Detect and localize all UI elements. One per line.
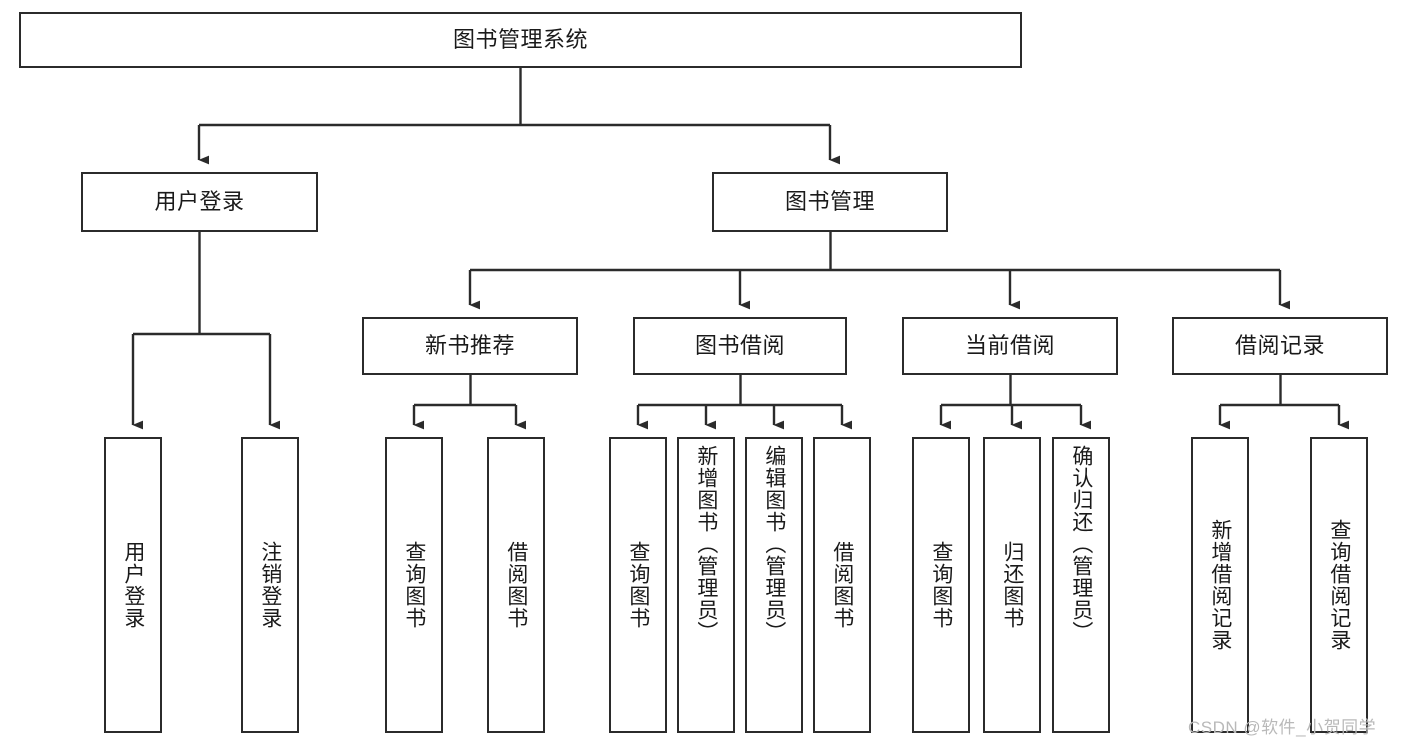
node-book-manage-label: 图书管理 bbox=[784, 188, 875, 214]
node-new-book-rec-label: 新书推荐 bbox=[424, 332, 515, 358]
node-leaf-query-book-cb-label: 查询图书 bbox=[929, 541, 953, 629]
node-leaf-borrow-book-br-label: 借阅图书 bbox=[830, 541, 854, 629]
csdn-watermark: CSDN @软件_小贺同学 bbox=[1188, 718, 1377, 737]
node-leaf-borrow-book-rec[interactable]: 借阅图书 bbox=[487, 437, 545, 733]
node-borrow-record[interactable]: 借阅记录 bbox=[1172, 317, 1388, 375]
node-new-book-rec[interactable]: 新书推荐 bbox=[362, 317, 578, 375]
node-leaf-user-logout[interactable]: 注销登录 bbox=[241, 437, 299, 733]
node-book-borrow-label: 图书借阅 bbox=[694, 332, 785, 358]
node-user-login-label: 用户登录 bbox=[154, 188, 245, 214]
node-leaf-confirm-return[interactable]: 确认归还（管理员） bbox=[1052, 437, 1110, 733]
node-leaf-borrow-book-br[interactable]: 借阅图书 bbox=[813, 437, 871, 733]
node-leaf-add-book-label: 新增图书（管理员） bbox=[694, 445, 718, 643]
node-leaf-user-logout-label: 注销登录 bbox=[258, 541, 282, 629]
node-book-borrow[interactable]: 图书借阅 bbox=[633, 317, 847, 375]
node-leaf-query-book-cb[interactable]: 查询图书 bbox=[912, 437, 970, 733]
node-leaf-return-book[interactable]: 归还图书 bbox=[983, 437, 1041, 733]
node-current-borrow[interactable]: 当前借阅 bbox=[902, 317, 1118, 375]
node-borrow-record-label: 借阅记录 bbox=[1234, 332, 1325, 358]
node-leaf-user-login[interactable]: 用户登录 bbox=[104, 437, 162, 733]
node-root[interactable]: 图书管理系统 bbox=[19, 12, 1022, 68]
node-current-borrow-label: 当前借阅 bbox=[964, 332, 1055, 358]
node-leaf-add-record-label: 新增借阅记录 bbox=[1208, 519, 1232, 651]
node-leaf-query-record-label: 查询借阅记录 bbox=[1327, 519, 1351, 651]
node-leaf-query-book-rec-label: 查询图书 bbox=[402, 541, 426, 629]
node-leaf-query-book-br[interactable]: 查询图书 bbox=[609, 437, 667, 733]
node-leaf-add-book[interactable]: 新增图书（管理员） bbox=[677, 437, 735, 733]
node-leaf-add-record[interactable]: 新增借阅记录 bbox=[1191, 437, 1249, 733]
node-leaf-edit-book[interactable]: 编辑图书（管理员） bbox=[745, 437, 803, 733]
node-root-label: 图书管理系统 bbox=[452, 26, 588, 52]
node-leaf-edit-book-label: 编辑图书（管理员） bbox=[762, 445, 786, 643]
node-leaf-user-login-label: 用户登录 bbox=[121, 541, 145, 629]
node-user-login[interactable]: 用户登录 bbox=[81, 172, 318, 232]
node-leaf-borrow-book-rec-label: 借阅图书 bbox=[504, 541, 528, 629]
node-book-manage[interactable]: 图书管理 bbox=[712, 172, 948, 232]
node-leaf-return-book-label: 归还图书 bbox=[1000, 541, 1024, 629]
node-leaf-query-record[interactable]: 查询借阅记录 bbox=[1310, 437, 1368, 733]
node-leaf-query-book-br-label: 查询图书 bbox=[626, 541, 650, 629]
node-leaf-confirm-return-label: 确认归还（管理员） bbox=[1069, 445, 1093, 643]
node-leaf-query-book-rec[interactable]: 查询图书 bbox=[385, 437, 443, 733]
